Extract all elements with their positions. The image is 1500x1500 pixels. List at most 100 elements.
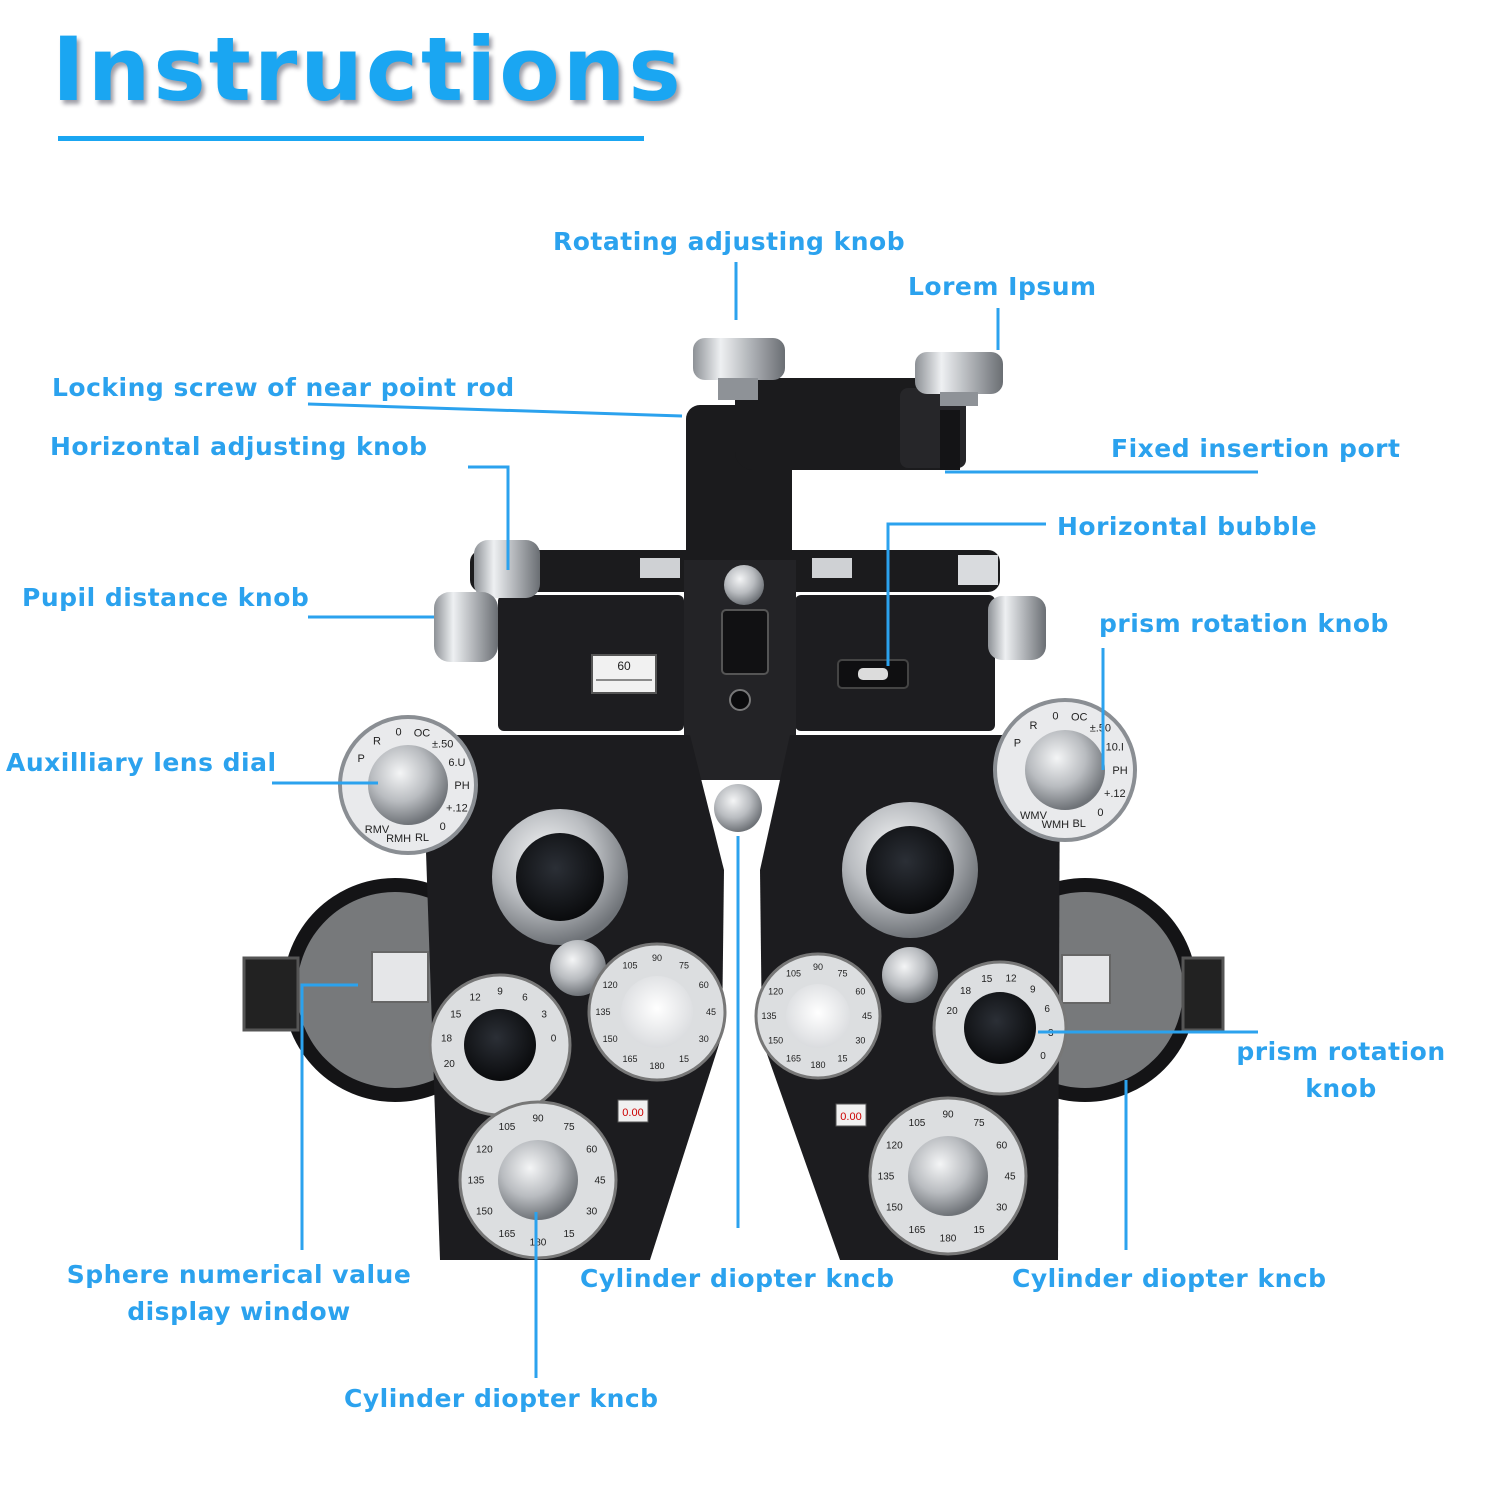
right-sphere-window — [1061, 954, 1111, 1004]
axis-right-scale-label: 120 — [768, 987, 783, 997]
axis-right-scale-label: 150 — [768, 1036, 783, 1046]
cyl-right-scale-label: 120 — [886, 1141, 903, 1152]
axis-right-scale-label: 165 — [786, 1054, 801, 1064]
aux-right-scale-label: ±.50 — [1090, 723, 1111, 735]
aux-right-scale-label: 0 — [1097, 807, 1103, 819]
left-upper-lens — [492, 809, 628, 945]
pupil-distance-knob — [434, 592, 498, 662]
prism-left-scale-label: 0 — [551, 1034, 557, 1045]
label-horizontal-adjusting-knob: Horizontal adjusting knob — [50, 432, 428, 461]
label-prism-rotation-knob-lower-line2: knob — [1305, 1074, 1377, 1104]
lorem-ipsum-knob — [915, 352, 1003, 406]
axis-left-scale-label: 60 — [699, 980, 709, 990]
cyl-left-scale-label: 180 — [530, 1238, 547, 1249]
cyl-left-scale-label: 150 — [476, 1207, 493, 1218]
cyl-left-scale-label: 135 — [468, 1176, 485, 1187]
aux-right-scale-label: +.12 — [1104, 788, 1126, 800]
cyl-left-scale-label: 45 — [594, 1176, 606, 1187]
right-cylinder-diopter-knob — [868, 1096, 1028, 1256]
cyl-left-scale-label: 165 — [499, 1229, 516, 1240]
axis-right-scale-label: 45 — [862, 1011, 872, 1021]
right-center-knob — [882, 947, 938, 1003]
aux-right-scale-label: WMV — [1020, 810, 1048, 822]
axis-right-scale-label: 135 — [761, 1011, 776, 1021]
aux-right-scale-label: 10.I — [1106, 742, 1124, 754]
right-auxiliary-lens-dial — [993, 698, 1137, 842]
svg-text:0.00: 0.00 — [622, 1107, 643, 1119]
axis-right-scale-label: 180 — [810, 1060, 825, 1070]
label-cylinder-diopter-bottom: Cylinder diopter kncb — [344, 1384, 659, 1413]
prism-left-scale-label: 12 — [470, 993, 482, 1004]
axis-right-scale-label: 90 — [813, 962, 823, 972]
cyl-right-scale-label: 105 — [909, 1118, 926, 1129]
aux-left-scale-label: 0 — [440, 821, 446, 833]
axis-left-scale-label: 15 — [679, 1054, 689, 1064]
cyl-right-scale-label: 60 — [996, 1141, 1008, 1152]
left-cylinder-axis-dial — [587, 942, 727, 1082]
prism-right-scale-label: 9 — [1030, 984, 1036, 995]
aux-left-scale-label: RMH — [386, 833, 411, 845]
prism-right-scale-label: 0 — [1040, 1051, 1046, 1062]
cyl-right-scale-label: 150 — [886, 1203, 903, 1214]
aux-right-scale-label: WMH — [1042, 819, 1070, 831]
label-cylinder-diopter-right: Cylinder diopter kncb — [1012, 1264, 1327, 1293]
axis-left-scale-label: 75 — [679, 960, 689, 970]
prism-left-scale-label: 9 — [497, 987, 503, 998]
prism-right-scale-label: 12 — [1005, 974, 1017, 985]
aux-left-scale-label: ±.50 — [432, 739, 453, 751]
aux-left-scale-label: PH — [454, 780, 469, 792]
axis-left-scale-label: 105 — [622, 960, 637, 970]
cyl-left-scale-label: 15 — [563, 1229, 575, 1240]
right-display: 0.00 — [835, 1103, 867, 1127]
axis-left-scale-label: 120 — [603, 980, 618, 990]
axis-right-scale-label: 105 — [786, 969, 801, 979]
cyl-right-scale-label: 15 — [973, 1225, 985, 1236]
label-sphere-window-line1: Sphere numerical value — [66, 1260, 412, 1289]
aux-left-scale-label: RL — [415, 832, 429, 844]
label-sphere-window: Sphere numerical value display window — [46, 1259, 432, 1328]
svg-text:60: 60 — [617, 659, 631, 673]
prism-right-scale-label: 18 — [960, 986, 972, 997]
cyl-right-scale-label: 30 — [996, 1203, 1008, 1214]
prism-left-scale-label: 15 — [450, 1010, 462, 1021]
aux-left-scale-label: R — [373, 736, 381, 748]
label-prism-rotation-knob-upper: prism rotation knob — [1099, 609, 1389, 638]
left-auxiliary-lens-dial — [338, 715, 478, 855]
cyl-left-scale-label: 30 — [586, 1207, 598, 1218]
axis-left-scale-label: 165 — [622, 1054, 637, 1064]
axis-left-scale-label: 45 — [706, 1007, 716, 1017]
label-sphere-window-line2: display window — [127, 1297, 351, 1327]
left-cylinder-diopter-knob — [458, 1100, 618, 1260]
label-cylinder-diopter-center: Cylinder diopter kncb — [580, 1264, 895, 1293]
prism-right-scale-label: 6 — [1044, 1004, 1050, 1015]
label-horizontal-bubble: Horizontal bubble — [1057, 512, 1318, 541]
prism-left-scale-label: 6 — [522, 993, 528, 1004]
axis-right-scale-label: 30 — [855, 1036, 865, 1046]
prism-right-scale-label: 20 — [947, 1006, 959, 1017]
label-pupil-distance-knob: Pupil distance knob — [22, 583, 310, 612]
prism-left-scale-label: 18 — [441, 1034, 453, 1045]
leader-sphere-window — [300, 983, 358, 1250]
axis-left-scale-label: 90 — [652, 953, 662, 963]
label-prism-rotation-knob-lower: prism rotation knob — [1226, 1036, 1456, 1105]
axis-left-scale-label: 135 — [595, 1007, 610, 1017]
aux-right-scale-label: R — [1030, 720, 1038, 732]
axis-left-scale-label: 150 — [603, 1034, 618, 1044]
label-auxiliary-lens-dial: Auxilliary lens dial — [6, 748, 277, 777]
cyl-right-scale-label: 180 — [940, 1234, 957, 1245]
cyl-right-scale-label: 90 — [942, 1110, 954, 1121]
leader-locking-screw — [307, 402, 683, 418]
near-point-rod-arm — [686, 378, 966, 570]
right-side-knob — [988, 596, 1046, 660]
cyl-left-scale-label: 90 — [532, 1114, 544, 1125]
cyl-left-scale-label: 120 — [476, 1145, 493, 1156]
prism-left-scale-label: 20 — [444, 1059, 456, 1070]
aux-left-scale-label: RMV — [365, 824, 390, 836]
axis-right-scale-label: 60 — [855, 987, 865, 997]
left-sphere-window — [371, 951, 429, 1003]
axis-left-scale-label: 30 — [699, 1034, 709, 1044]
aux-left-scale-label: +.12 — [446, 803, 468, 815]
phoropter-device: 60 — [242, 338, 1225, 1260]
